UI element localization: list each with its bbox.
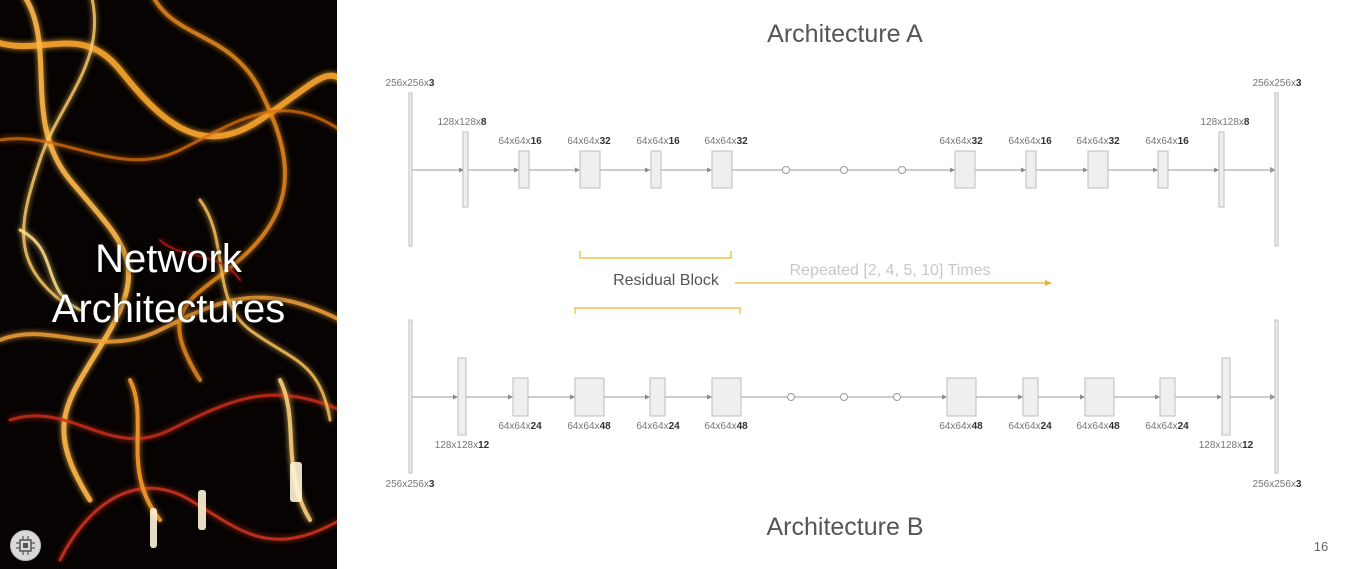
- arch-a-layer-6: [954, 150, 976, 189]
- arch-a-label-5: 64x64x32: [704, 136, 748, 147]
- arch-a-layer-9: [1157, 150, 1169, 189]
- arch-b-label-2: 64x64x24: [498, 421, 542, 432]
- arch-b-layer-11: [1274, 319, 1279, 474]
- arch-b-layer-0: [408, 319, 413, 474]
- arch-b-label-9: 64x64x24: [1145, 421, 1189, 432]
- arch-b-label-3: 64x64x48: [567, 421, 611, 432]
- arch-a-layer-7: [1025, 150, 1037, 189]
- arch-a-ellipsis-dot: [840, 166, 848, 174]
- residual-annotations: [574, 251, 1052, 314]
- light-trails-image: [0, 0, 337, 569]
- arch-a-label-9: 64x64x16: [1145, 136, 1189, 147]
- arch-a-arrowheads: [459, 167, 1219, 173]
- section-title-line2: Architectures: [51, 287, 286, 331]
- architecture-b: 256x256x3 128x128x12 64x64x24 64x64x48 6…: [386, 319, 1302, 490]
- architecture-a: 256x256x3 128x128x8 64x64x16 64x64x32 64…: [386, 78, 1302, 247]
- arch-a-output-arrow: [1270, 167, 1276, 173]
- arch-b-layer-7: [1022, 377, 1039, 417]
- section-title-line1: Network: [95, 237, 242, 281]
- arch-b-residual-bracket: [574, 307, 741, 314]
- arch-b-label-4: 64x64x24: [636, 421, 680, 432]
- arch-a-ellipsis-dot: [782, 166, 790, 174]
- arch-a-label-3: 64x64x32: [567, 136, 611, 147]
- page-number: 16: [1313, 539, 1329, 554]
- arch-b-label-7: 64x64x24: [1008, 421, 1052, 432]
- arch-a-layer-1: [462, 131, 469, 208]
- architecture-b-title: Architecture B: [766, 513, 924, 541]
- arch-b-label-6: 64x64x48: [939, 421, 983, 432]
- chip-icon: [10, 530, 41, 561]
- arch-b-layer-9: [1159, 377, 1176, 417]
- arch-b-ellipsis-dot: [840, 393, 848, 401]
- arch-b-label-5: 64x64x48: [704, 421, 748, 432]
- arch-a-layer-5: [711, 150, 733, 189]
- arch-b-output-arrow: [1270, 394, 1276, 400]
- arch-b-layer-10: [1221, 357, 1231, 436]
- arch-a-residual-bracket: [579, 251, 732, 259]
- arch-a-label-6: 64x64x32: [939, 136, 983, 147]
- arch-a-label-2: 64x64x16: [498, 136, 542, 147]
- arch-a-label-1: 128x128x8: [438, 117, 487, 128]
- arch-a-ellipsis-dot: [898, 166, 906, 174]
- arch-b-label-8: 64x64x48: [1076, 421, 1120, 432]
- arch-a-label-11: 256x256x3: [1253, 78, 1302, 89]
- arch-b-label-0: 256x256x3: [386, 479, 435, 490]
- arch-b-ellipsis-dot: [787, 393, 795, 401]
- arch-b-layer-3: [574, 377, 605, 417]
- arch-b-arrowheads: [453, 394, 1222, 400]
- architecture-a-title: Architecture A: [767, 20, 923, 48]
- arch-a-layer-0: [408, 92, 413, 247]
- repeated-times-label: Repeated [2, 4, 5, 10] Times: [789, 262, 991, 279]
- arch-b-label-11: 256x256x3: [1253, 479, 1302, 490]
- arch-a-layer-8: [1087, 150, 1109, 189]
- arch-b-label-1: 128x128x12: [435, 440, 490, 451]
- arch-a-layer-2: [518, 150, 530, 189]
- arch-a-layer-11: [1274, 92, 1279, 247]
- arch-a-label-10: 128x128x8: [1201, 117, 1250, 128]
- arch-b-label-10: 128x128x12: [1199, 440, 1254, 451]
- repeated-arrow-head: [1045, 280, 1052, 286]
- arch-a-layer-3: [579, 150, 601, 189]
- sidebar-photo-panel: Network Architectures: [0, 0, 337, 569]
- arch-b-layer-6: [946, 377, 977, 417]
- arch-b-layer-2: [512, 377, 529, 417]
- arch-a-label-8: 64x64x32: [1076, 136, 1120, 147]
- arch-a-label-0: 256x256x3: [386, 78, 435, 89]
- arch-b-layer-1: [457, 357, 467, 436]
- arch-b-ellipsis-dot: [893, 393, 901, 401]
- arch-b-layer-4: [649, 377, 666, 417]
- residual-block-label: Residual Block: [613, 272, 719, 289]
- arch-a-label-7: 64x64x16: [1008, 136, 1052, 147]
- arch-b-layer-5: [711, 377, 742, 417]
- arch-a-layer-10: [1218, 131, 1225, 208]
- arch-a-layer-4: [650, 150, 662, 189]
- section-title: Network Architectures: [0, 234, 337, 334]
- arch-b-layer-8: [1084, 377, 1115, 417]
- arch-a-label-4: 64x64x16: [636, 136, 680, 147]
